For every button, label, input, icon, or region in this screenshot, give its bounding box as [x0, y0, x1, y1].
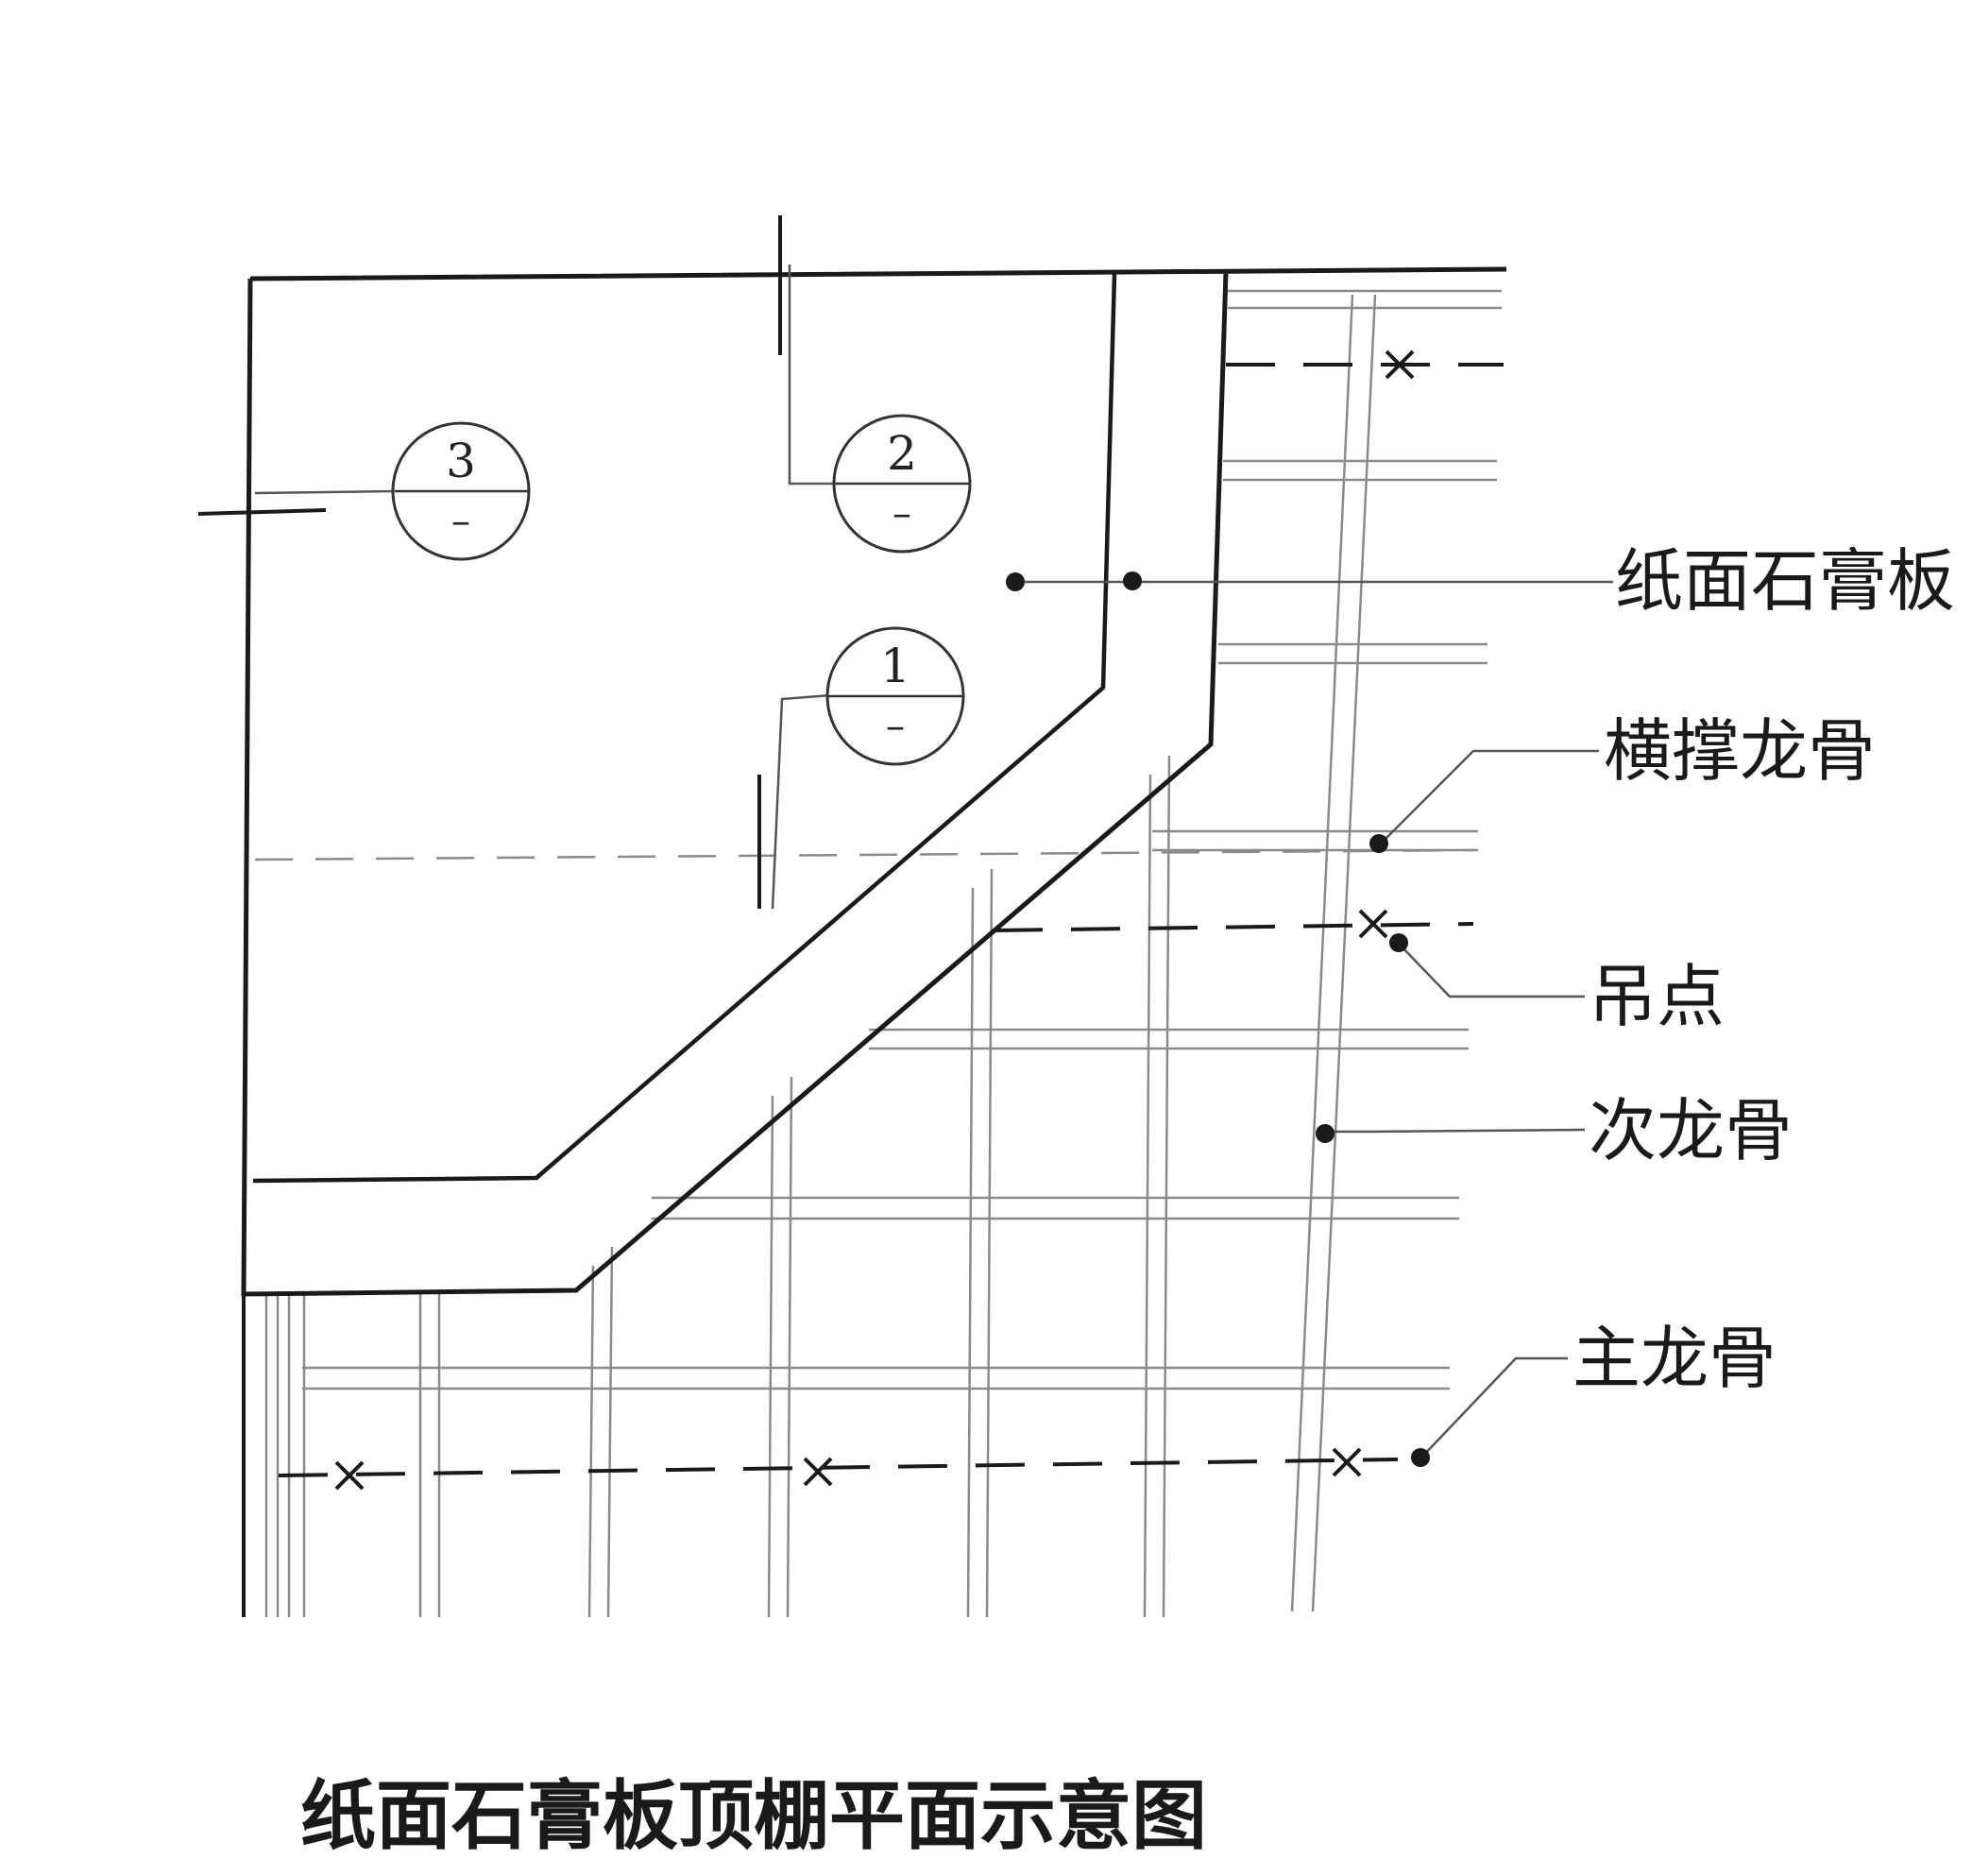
callout-leaders: [1015, 580, 1613, 1458]
hanging-point-dot-icon: [1389, 933, 1408, 952]
section-leader-lines: [254, 264, 836, 910]
ceiling-outline: [241, 266, 1507, 1297]
section-cut-lines: [197, 215, 782, 909]
diagram-caption: 纸面石膏板顶棚平面示意图: [300, 1772, 1207, 1860]
section-mark-2-sub: –: [892, 492, 911, 536]
hanging-point-x-icon: [334, 1460, 365, 1491]
section-mark-3: 3 –: [391, 421, 531, 561]
hanging-point-x-icon: [1385, 350, 1415, 380]
hanging-point-x-icon: [1332, 1447, 1362, 1477]
hanging-line-faint: [254, 848, 1474, 861]
callout-gypsum-board: 纸面石膏板: [1615, 541, 1955, 621]
secondary-keel-dot-icon: [1316, 1124, 1334, 1143]
gypsum-board-dot-icon: [1123, 571, 1142, 590]
section-mark-3-number: 3: [446, 434, 476, 488]
section-mark-3-sub: –: [451, 500, 470, 543]
section-mark-2-number: 2: [887, 426, 917, 481]
callout-secondary-keel: 次龙骨: [1589, 1091, 1793, 1170]
section-mark-2: 2 –: [832, 414, 972, 554]
grid-horizontal-lines: [302, 289, 1502, 1390]
gypsum-board-dot-icon: [1006, 572, 1025, 591]
hanging-point-x-icon: [803, 1457, 833, 1487]
section-mark-1: 1 –: [825, 626, 965, 766]
callout-hanging-point: 吊点: [1589, 957, 1725, 1036]
cross-brace-dot-icon: [1369, 834, 1388, 853]
hanging-point-markers: [334, 350, 1415, 1491]
callout-main-keel: 主龙骨: [1572, 1319, 1776, 1398]
board-inner-edge: [252, 273, 1117, 1184]
grid-vertical-lines: [264, 294, 1377, 1618]
main-keel-lines: [278, 363, 1504, 1477]
section-mark-1-sub: –: [886, 705, 905, 748]
callout-dots: [1006, 571, 1430, 1467]
hanging-point-x-icon: [1358, 909, 1388, 939]
callout-cross-brace-keel: 横撑龙骨: [1604, 711, 1876, 791]
section-mark-1-number: 1: [880, 639, 910, 693]
main-keel-dot-icon: [1411, 1448, 1430, 1467]
